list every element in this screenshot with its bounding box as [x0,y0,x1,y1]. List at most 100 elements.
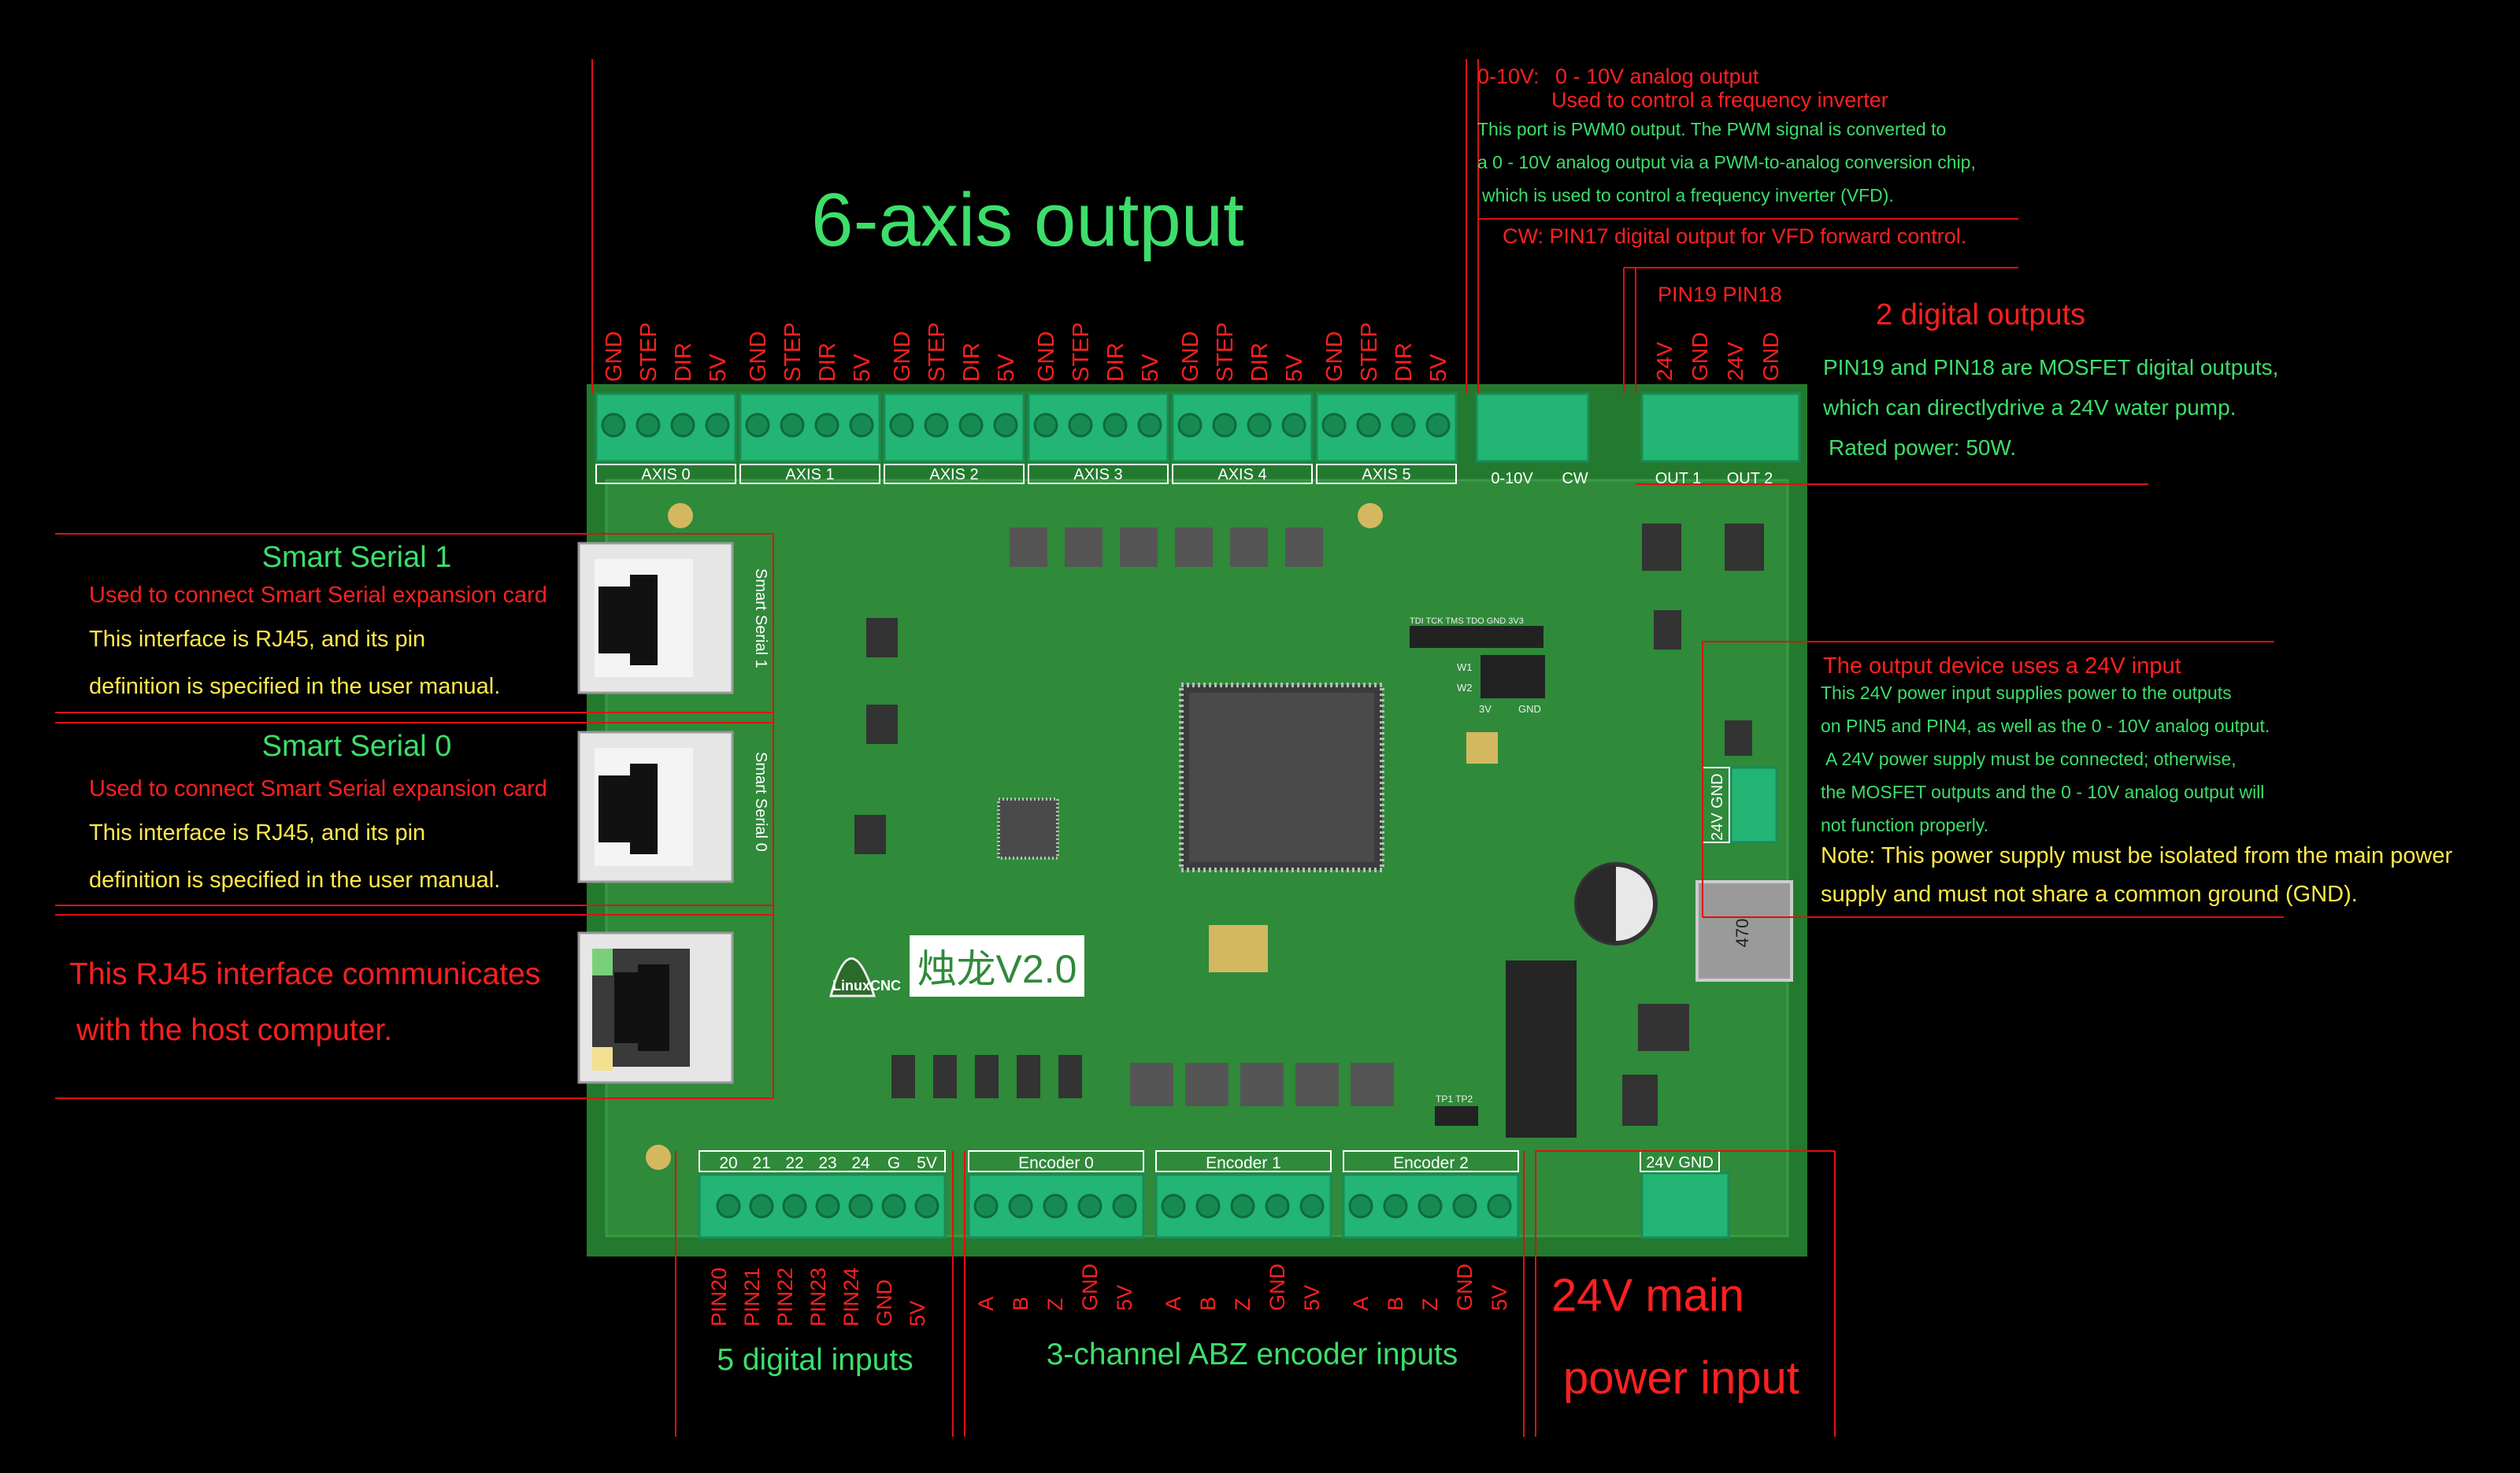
axis-pin-label: GND [890,331,915,382]
terminal-screw [1112,1194,1137,1219]
terminal-screw [1265,1194,1290,1219]
rj45-host [577,931,734,1084]
input-header-label: 21 [752,1154,770,1172]
terminal-screw [814,413,839,438]
output-24v-label: 24V GND [1709,773,1726,841]
ic-small [854,815,886,854]
axis-label: AXIS 2 [929,466,978,483]
encoder-pin-label: B [1384,1297,1407,1311]
axis-label: AXIS 3 [1073,466,1122,483]
digital-out-title: 2 digital outputs [1876,298,2085,331]
inductor-label: 470 [1732,919,1752,948]
input-header-label: 20 [719,1154,737,1172]
input-header-labels: 20 21 22 23 24 G 5V [716,1154,939,1219]
test-points [1435,1106,1478,1126]
axis-pin-label: GND [746,331,771,382]
input-header-label: 23 [818,1154,836,1172]
terminal-screw [1161,1194,1186,1219]
terminal-screw [1195,1194,1221,1219]
terminal-screw [636,413,661,438]
axis-label: AXIS 5 [1362,466,1410,483]
terminal-screw [1008,1194,1033,1219]
terminal-screw [1383,1194,1408,1219]
input-header-label: 5V [917,1154,937,1172]
out-pin-gnd: GND [1758,332,1783,381]
analog-desc-2: a 0 - 10V analog output via a PWM-to-ana… [1477,152,1976,172]
axis-pin-label: DIR [1103,342,1128,382]
encoder-pin-label: A [1349,1297,1373,1311]
pcb-board: 470 TDI TCK TMS TDO GND 3V3 W1 W2 3V GND… [587,384,1807,1256]
terminal-screw [1230,1194,1255,1219]
page-title: 6-axis output [811,178,1244,262]
input-header-label: 24 [851,1154,870,1172]
axis-pin-label: GND [1178,331,1203,382]
axis-label: AXIS 1 [785,466,834,483]
serial1-port-label: Smart Serial 1 [752,568,769,668]
out-pin-24v: 24V [1723,342,1747,381]
out-pin-gnd: GND [1688,332,1712,381]
out-pin-24v: 24V [1652,342,1677,381]
terminal-screw [670,413,695,438]
power-title-1: 24V main [1551,1270,1744,1321]
analog-desc-1: This port is PWM0 output. The PWM signal… [1477,119,1946,139]
input-pin-label: 5V [906,1301,929,1327]
terminal-screw [849,413,874,438]
axis-pin-label: DIR [1392,342,1417,382]
terminal-screw [782,1194,807,1219]
terminal-screw [815,1194,840,1219]
out1-label: OUT 1 [1655,470,1702,487]
driver-chips-top [1010,527,1323,567]
encoder-pin-label: 5V [1113,1285,1136,1311]
axis-pin-label: STEP [1213,322,1238,382]
mount-hole [646,1145,671,1170]
fpga-die [1189,693,1374,862]
encoder-pin-label: GND [1266,1264,1289,1311]
output24-desc-3: A 24V power supply must be connected; ot… [1825,749,2236,769]
mosfet [1725,524,1764,571]
axis-pin-label: 5V [994,353,1019,382]
tp-label: TP1 TP2 [1436,1094,1473,1105]
digital-out-desc-3: Rated power: 50W. [1829,435,2016,460]
digital-out-pin-header: PIN19 PIN18 [1658,283,1782,306]
axis-label-frame [1316,464,1457,484]
mount-hole [1358,503,1383,528]
axis-label-frame [595,464,736,484]
axis-pin-label: STEP [925,322,950,382]
terminal-screw [993,413,1018,438]
terminal-screw [780,413,805,438]
terminal-screw [1102,413,1128,438]
terminal-screw [749,1194,774,1219]
analog-label: 0-10V [1491,470,1533,487]
power-module [1506,960,1577,1138]
digital-output-terminals: OUT 1 OUT 2 24V GND 24V GND [1640,332,1801,487]
input-header-label: G [888,1154,900,1172]
input-header-label: 22 [785,1154,803,1172]
inductor [1695,880,1793,982]
model-plate [910,935,1084,997]
encoder-pin-label: Z [1231,1298,1254,1312]
mosfet [1642,524,1681,571]
output24-desc-1: This 24V power input supplies power to t… [1821,683,2232,703]
axis-pin-label: 5V [706,353,731,382]
rj45-smart-serial-1: Smart Serial 1 [577,542,769,694]
optocouplers [891,1055,1394,1106]
terminal-screw [601,413,626,438]
brand-label: LinuxCNC [832,978,901,994]
output24-title: The output device uses a 24V input [1823,653,2181,679]
input-pin-label: PIN21 [740,1268,764,1327]
terminal-screw [705,413,730,438]
encoders-caption: 3-channel ABZ encoder inputs [1047,1338,1458,1371]
encoder-pin-label: GND [1078,1264,1102,1311]
power-title-2: power input [1563,1353,1799,1404]
axis-label-frame [739,464,880,484]
serial0-title: Smart Serial 0 [262,730,452,763]
terminal-screw [924,413,949,438]
terminal-screw [1068,413,1093,438]
analog-prefix: 0-10V: [1477,65,1540,88]
crystal [1209,925,1268,972]
output24-desc-2: on PIN5 and PIN4, as well as the 0 - 10V… [1821,716,2270,736]
serial0-port-label: Smart Serial 0 [752,752,769,852]
